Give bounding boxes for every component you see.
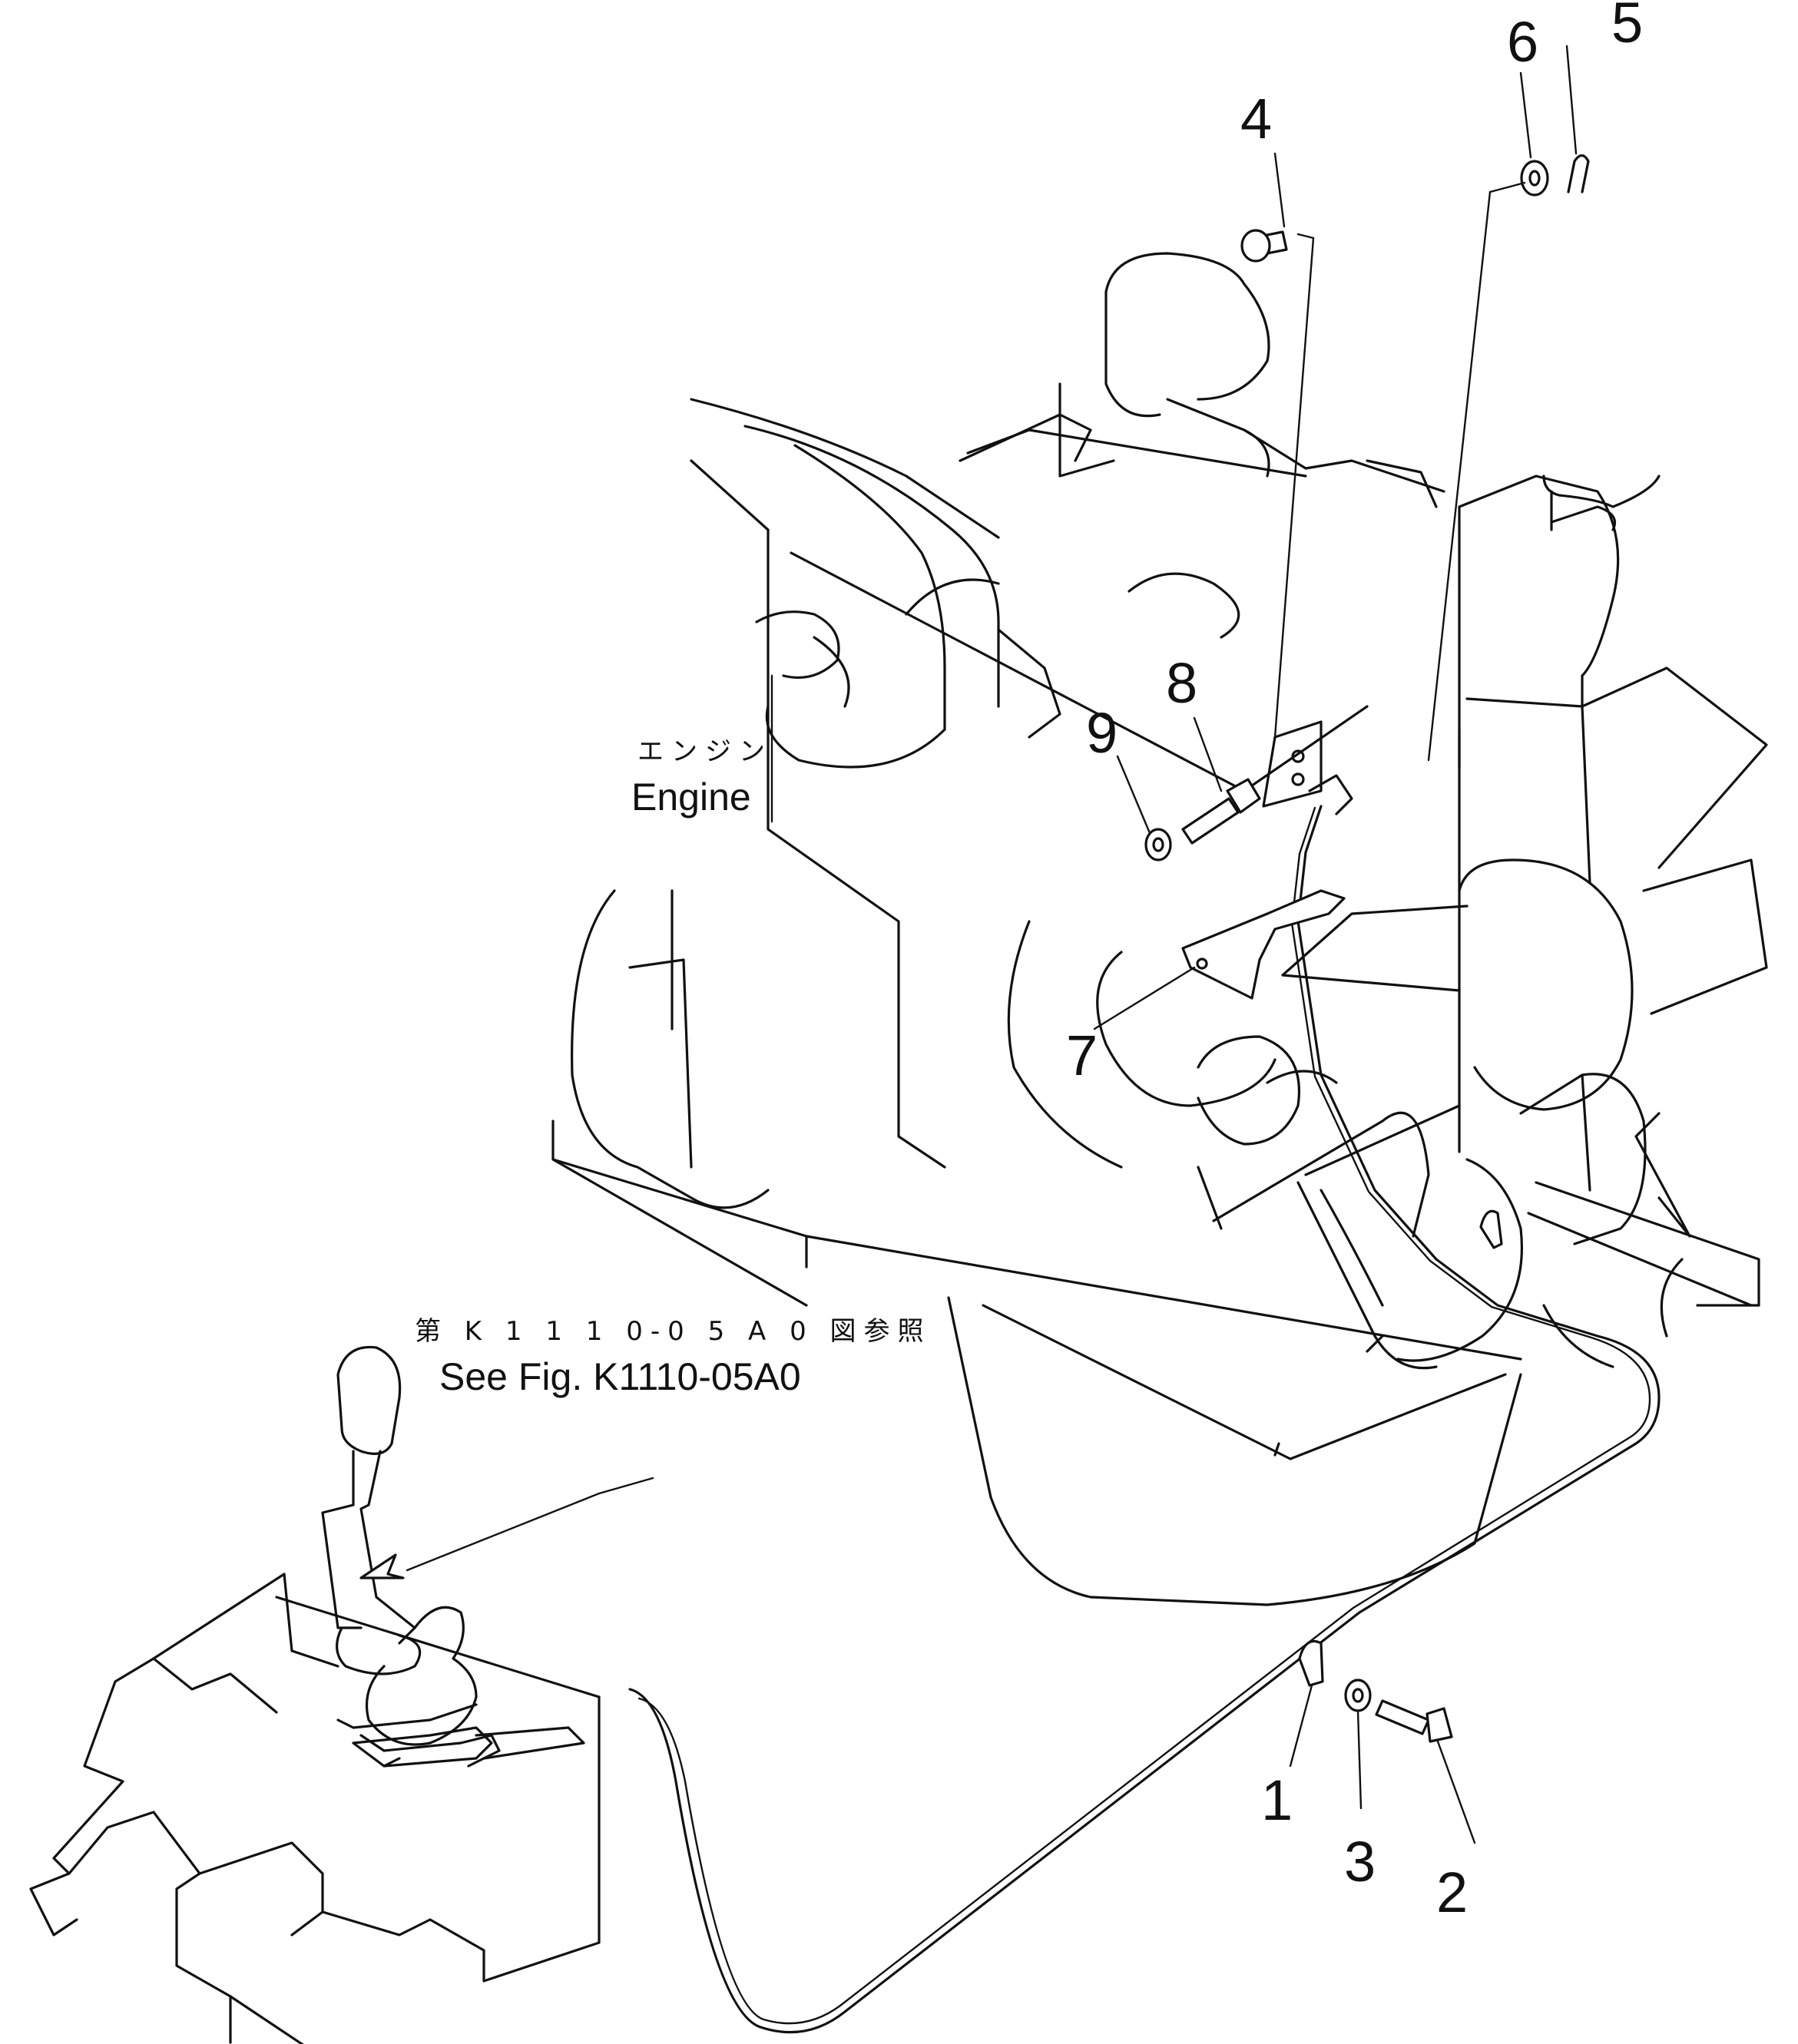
cable-clip-engine — [1479, 1209, 1503, 1249]
part-9-washer — [1144, 828, 1172, 862]
callout-1: 1 — [1261, 1768, 1293, 1832]
part-4-bolt — [1240, 229, 1288, 263]
part-5-pin — [1567, 154, 1590, 193]
part-7-bracket — [1181, 889, 1346, 1000]
callout-9: 9 — [1086, 701, 1118, 765]
reference-note-english: See Fig. K1110-05A0 — [439, 1355, 801, 1398]
part-8-bolt — [1181, 778, 1261, 845]
engine-label: エンジン Engine — [631, 736, 773, 819]
part-2-bolt — [1375, 1699, 1453, 1743]
callout-2: 2 — [1436, 1860, 1468, 1924]
callout-3: 3 — [1344, 1830, 1376, 1894]
callout-8: 8 — [1166, 651, 1197, 715]
callout-4: 4 — [1240, 87, 1272, 150]
engine-drawing — [551, 252, 1768, 1606]
control-cable — [628, 805, 1661, 2034]
engine-label-english: Engine — [631, 776, 751, 819]
callout-6: 6 — [1507, 10, 1538, 74]
link-bracket — [1262, 720, 1353, 815]
part-3-washer — [1344, 1679, 1372, 1712]
part-1-clamp — [1298, 1639, 1324, 1687]
engine-label-japanese: エンジン — [637, 736, 773, 767]
control-lever-assembly — [29, 1345, 601, 2044]
callout-7: 7 — [1066, 1024, 1098, 1087]
callout-5: 5 — [1611, 0, 1643, 55]
callout-labels: 1 2 3 4 5 6 7 8 9 — [1066, 0, 1643, 1924]
leader-lines — [359, 45, 1578, 1844]
reference-note-japanese: 第 K 1 1 1 0-0 5 A 0 図参照 — [415, 1316, 932, 1347]
part-6-washer — [1520, 160, 1549, 197]
reference-note: 第 K 1 1 1 0-0 5 A 0 図参照 See Fig. K1110-0… — [415, 1316, 932, 1398]
